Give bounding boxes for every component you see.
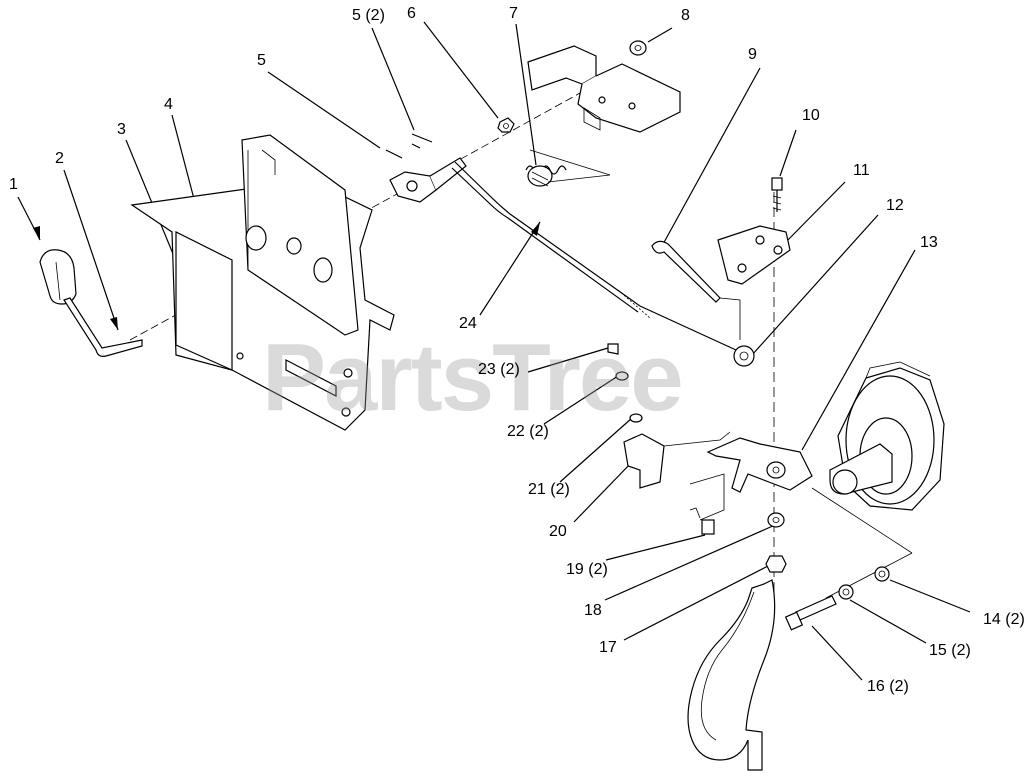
shift-lever <box>63 297 143 357</box>
callout-4: 4 <box>164 96 173 113</box>
callout-24: 24 <box>459 315 477 332</box>
callout-23: 23 (2) <box>478 361 520 378</box>
bent-rod <box>687 579 776 771</box>
callout-8: 8 <box>681 7 690 24</box>
callout-5: 5 <box>257 52 266 69</box>
pivot-bracket <box>389 157 467 203</box>
rod-end <box>733 345 755 367</box>
bolt-19 <box>689 507 715 535</box>
pulley-assembly <box>829 361 945 511</box>
callout-11: 11 <box>853 162 870 179</box>
callout-15: 15 (2) <box>929 642 971 659</box>
callout-21: 21 (2) <box>528 481 570 498</box>
spring-pin <box>651 240 741 340</box>
watermark: PartsTree <box>262 324 684 431</box>
callout-16: 16 (2) <box>867 678 909 695</box>
leader-lines <box>17 21 971 681</box>
washer-8 <box>629 40 647 56</box>
callout-13: 13 <box>920 234 938 251</box>
spring <box>525 149 611 187</box>
link-plate <box>717 225 791 285</box>
upper-bracket <box>527 45 681 133</box>
bracket-20 <box>623 431 731 489</box>
callout-7: 7 <box>509 5 518 22</box>
clip <box>607 343 643 423</box>
callout-20: 20 <box>549 523 567 540</box>
callout-5-2: 5 (2) <box>352 7 385 24</box>
callout-2: 2 <box>55 150 64 167</box>
callout-17: 17 <box>599 639 617 656</box>
nut-washer <box>765 512 787 573</box>
bolt-stack <box>784 566 890 631</box>
control-rod <box>451 161 737 351</box>
callout-18: 18 <box>584 602 602 619</box>
callout-10: 10 <box>802 107 820 124</box>
callout-14: 14 (2) <box>983 611 1025 628</box>
bolt-10 <box>771 177 783 212</box>
nut <box>497 117 515 133</box>
callout-19: 19 (2) <box>566 561 608 578</box>
linkage-bracket <box>689 437 813 521</box>
cotter-pin <box>385 133 433 159</box>
callout-9: 9 <box>748 46 757 63</box>
callout-12: 12 <box>886 197 904 214</box>
callout-22: 22 (2) <box>507 423 549 440</box>
mounting-plate <box>130 134 395 431</box>
shift-knob <box>39 249 77 305</box>
callout-1: 1 <box>9 176 18 193</box>
callout-6: 6 <box>407 5 416 22</box>
callout-3: 3 <box>117 121 126 138</box>
